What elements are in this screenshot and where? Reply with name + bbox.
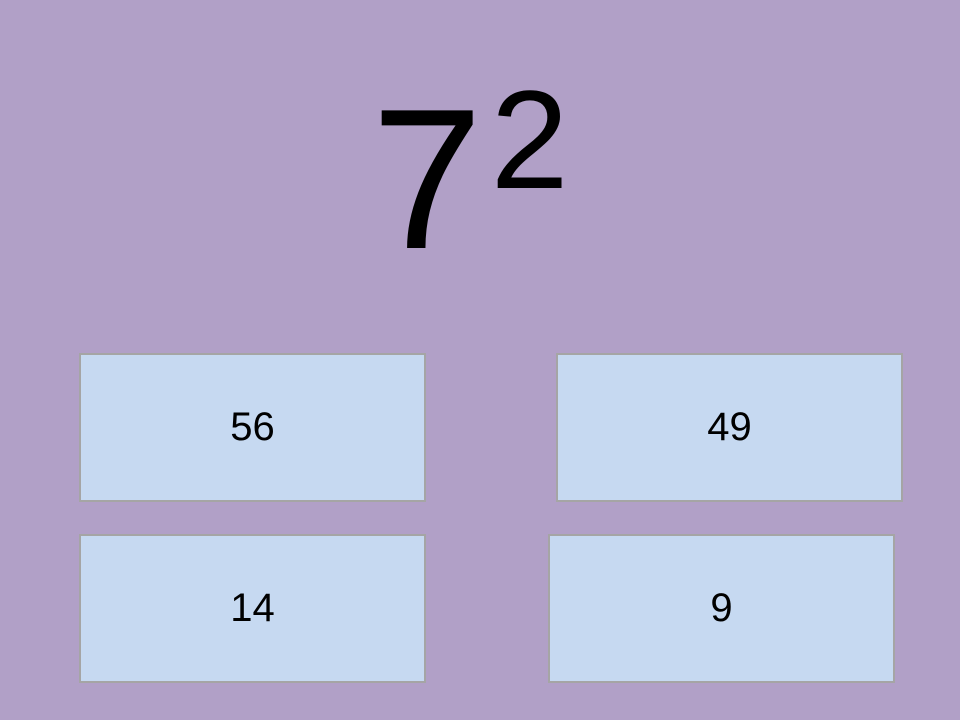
answer-option-3[interactable]: 14 xyxy=(79,534,426,683)
question-base: 7 xyxy=(371,68,483,291)
answer-option-2[interactable]: 49 xyxy=(556,353,903,502)
question-expression: 72 xyxy=(0,60,960,280)
answer-option-4[interactable]: 9 xyxy=(548,534,895,683)
question-exponent: 2 xyxy=(490,61,569,218)
answer-option-3-label: 14 xyxy=(230,586,275,630)
answer-option-1-label: 56 xyxy=(230,405,275,449)
answer-option-4-label: 9 xyxy=(710,586,733,630)
answer-option-1[interactable]: 56 xyxy=(79,353,426,502)
answer-option-2-label: 49 xyxy=(707,405,752,449)
